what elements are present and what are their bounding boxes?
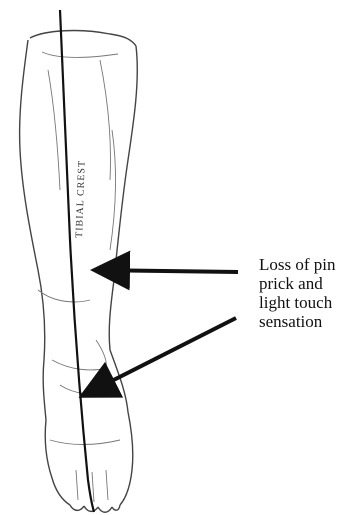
leg-detail-lines	[38, 52, 120, 502]
tibial-crest-line	[60, 10, 94, 512]
annotation-line-3: light touch	[259, 293, 356, 312]
annotation-line-1: Loss of pin	[259, 255, 356, 274]
tibial-crest-label: TIBIAL CREST	[74, 160, 88, 238]
arrow-to-shin	[94, 270, 238, 272]
sensation-loss-annotation: Loss of pin prick and light touch sensat…	[259, 255, 356, 331]
annotation-line-4: sensation	[259, 312, 356, 331]
annotation-line-2: prick and	[259, 274, 356, 293]
